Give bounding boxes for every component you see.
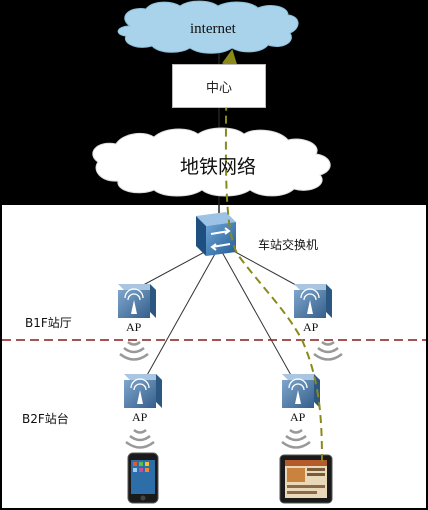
ap-label: AP (132, 410, 148, 424)
wifi-signal-icon (281, 428, 311, 449)
center-node: 中心 (172, 64, 266, 108)
wifi-signal-icon (313, 340, 343, 361)
ap-icon (124, 374, 162, 408)
ap-icon (294, 284, 332, 318)
switch-icon (196, 212, 236, 256)
ap-label: AP (126, 320, 142, 334)
link-switch-ap-b2-left (145, 251, 217, 378)
floor-label-b1: B1F站厅 (25, 316, 72, 330)
traffic-flow-arrow (221, 49, 323, 463)
internet-cloud (117, 0, 299, 54)
ap-icon (282, 374, 320, 408)
metro-network-label: 地铁网络 (180, 156, 257, 178)
ap-label: AP (290, 410, 306, 424)
link-switch-ap-b1-right (227, 247, 306, 291)
internet-label: internet (190, 21, 236, 37)
ap-label: AP (303, 320, 319, 334)
link-switch-ap-b2-right (221, 251, 293, 378)
wifi-signal-icon (119, 340, 149, 361)
metro-network-cloud (92, 127, 331, 197)
switch-label: 车站交换机 (258, 238, 319, 252)
wifi-signal-icon (125, 428, 155, 449)
center-label: 中心 (205, 80, 232, 96)
phone-icon (127, 452, 159, 504)
ap-icon (118, 284, 156, 318)
floor-label-b2: B2F站台 (22, 412, 69, 426)
link-switch-ap-b1-left (133, 247, 213, 291)
tablet-icon (279, 454, 333, 504)
